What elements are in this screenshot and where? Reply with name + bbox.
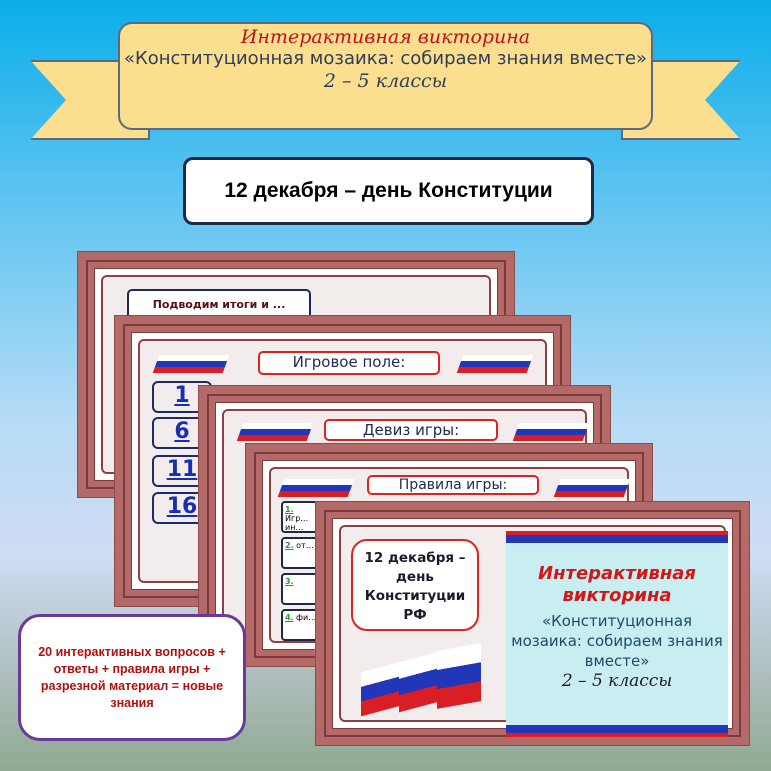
cover-date: 12 декабря – день Конституции РФ bbox=[351, 539, 479, 631]
flag-icon bbox=[277, 479, 355, 497]
date-title: 12 декабря – день Конституции bbox=[183, 157, 594, 225]
rule-text: от… bbox=[296, 541, 314, 550]
flag-icon bbox=[152, 355, 230, 373]
banner-grades: 2 – 5 классы bbox=[323, 70, 448, 92]
rule-item: 3. bbox=[281, 573, 321, 605]
title-banner: Интерактивная викторина «Конституционная… bbox=[118, 22, 653, 130]
cover-grades: 2 – 5 классы bbox=[561, 671, 673, 691]
rule-number: 2. bbox=[285, 541, 294, 550]
flag-icon bbox=[236, 423, 314, 441]
banner-subtitle: Интерактивная викторина bbox=[240, 26, 531, 48]
banner-title: «Конституционная мозаика: собираем знани… bbox=[123, 48, 648, 69]
rule-item: 1. Игр… ин… bbox=[281, 501, 321, 533]
flag-icon bbox=[512, 423, 590, 441]
promo-box: 20 интерактивных вопросов + ответы + пра… bbox=[18, 614, 246, 741]
cover-title: Интерактивная викторина bbox=[538, 563, 696, 606]
flag-icon bbox=[553, 479, 631, 497]
rule-text: Игр… ин… bbox=[285, 514, 309, 532]
rules-header: Правила игры: bbox=[367, 475, 539, 495]
field-header: Игровое поле: bbox=[258, 351, 440, 375]
promo-text: 20 интерактивных вопросов + ответы + пра… bbox=[38, 644, 226, 710]
rule-text: фи… bbox=[296, 613, 317, 622]
slide-cover: 12 декабря – день Конституции РФ Интерак… bbox=[316, 502, 749, 745]
rule-number: 4. bbox=[285, 613, 294, 622]
cover-subtitle: «Конституционная мозаика: собираем знани… bbox=[511, 612, 723, 670]
motto-header: Девиз игры: bbox=[324, 419, 498, 441]
flag-icon bbox=[361, 643, 481, 717]
rule-number: 1. bbox=[285, 505, 294, 514]
rule-item: 2. от… bbox=[281, 537, 321, 569]
summary-header: Подводим итоги и ... bbox=[127, 289, 311, 321]
cover-scroll: Интерактивная викторина «Конституционная… bbox=[506, 535, 728, 733]
rule-item: 4. фи… bbox=[281, 609, 321, 641]
flag-icon bbox=[456, 355, 534, 373]
rule-number: 3. bbox=[285, 577, 294, 586]
